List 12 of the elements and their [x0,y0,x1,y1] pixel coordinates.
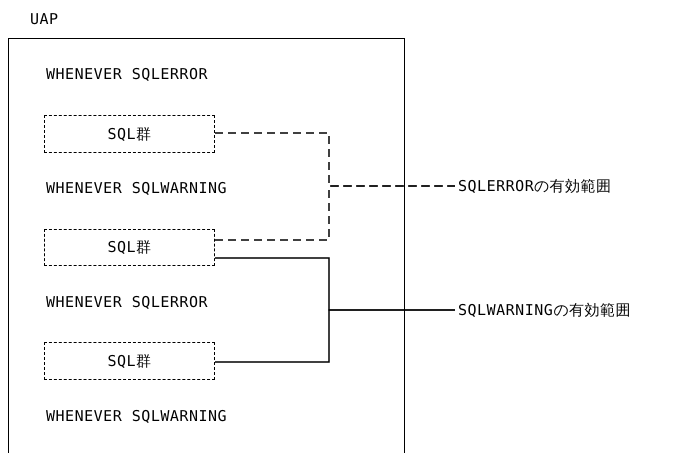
statement-box: SQL群 [44,115,215,153]
scope-label: SQLERRORの有効範囲 [458,174,612,198]
scope-bracket [215,309,455,363]
statement-box: SQL群 [44,229,215,266]
statement-text: WHENEVER SQLWARNING [46,179,228,197]
scope-bracket-dashed [215,185,455,241]
statement-text: WHENEVER SQLERROR [46,293,208,311]
statement-text: WHENEVER SQLWARNING [46,407,228,425]
program-heading: UAP [30,10,59,28]
statement-box: SQL群 [44,342,215,380]
statement-text: WHENEVER SQLERROR [46,65,208,83]
scope-label: SQLWARNINGの有効範囲 [458,298,631,322]
